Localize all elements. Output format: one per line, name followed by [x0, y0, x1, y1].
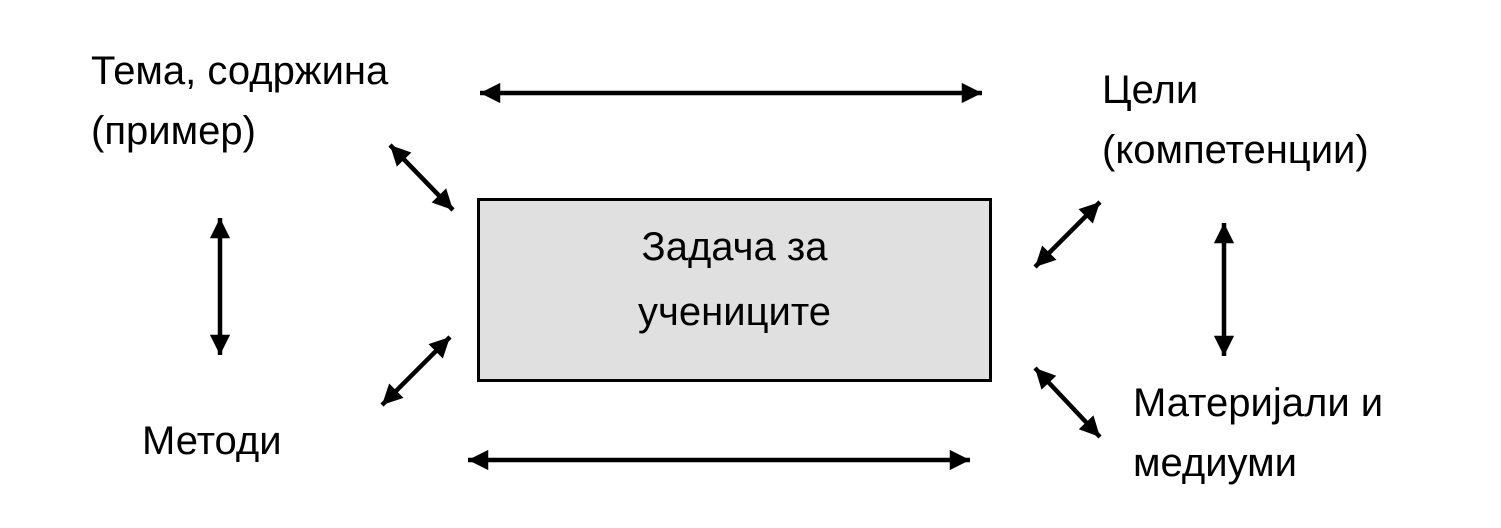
node-goals-line2: (компетенции) — [1102, 128, 1369, 172]
node-materials-line2: медиуми — [1133, 441, 1297, 485]
node-methods: Методи — [142, 411, 282, 471]
node-topic-content: Тема, содржина (пример) — [91, 41, 388, 161]
node-goals-line1: Цели — [1102, 68, 1199, 112]
center-task-line1: Задача за — [641, 225, 828, 269]
double-arrow-icon-methods-task — [380, 335, 452, 407]
node-topic-line2: (пример) — [91, 109, 256, 153]
double-arrow-icon-goals-task — [1033, 200, 1102, 269]
double-arrow-icon-materials-task — [1033, 366, 1102, 439]
node-topic-line1: Тема, содржина — [91, 49, 389, 93]
center-task-box: Задача за учениците — [477, 198, 992, 382]
node-goals: Цели (компетенции) — [1102, 60, 1369, 180]
double-arrow-icon-topic-task — [388, 143, 455, 212]
center-task-line2: учениците — [638, 290, 831, 334]
node-materials-line1: Материјали и — [1133, 381, 1384, 425]
node-methods-line1: Методи — [142, 419, 282, 463]
node-materials: Материјали и медиуми — [1133, 373, 1383, 493]
